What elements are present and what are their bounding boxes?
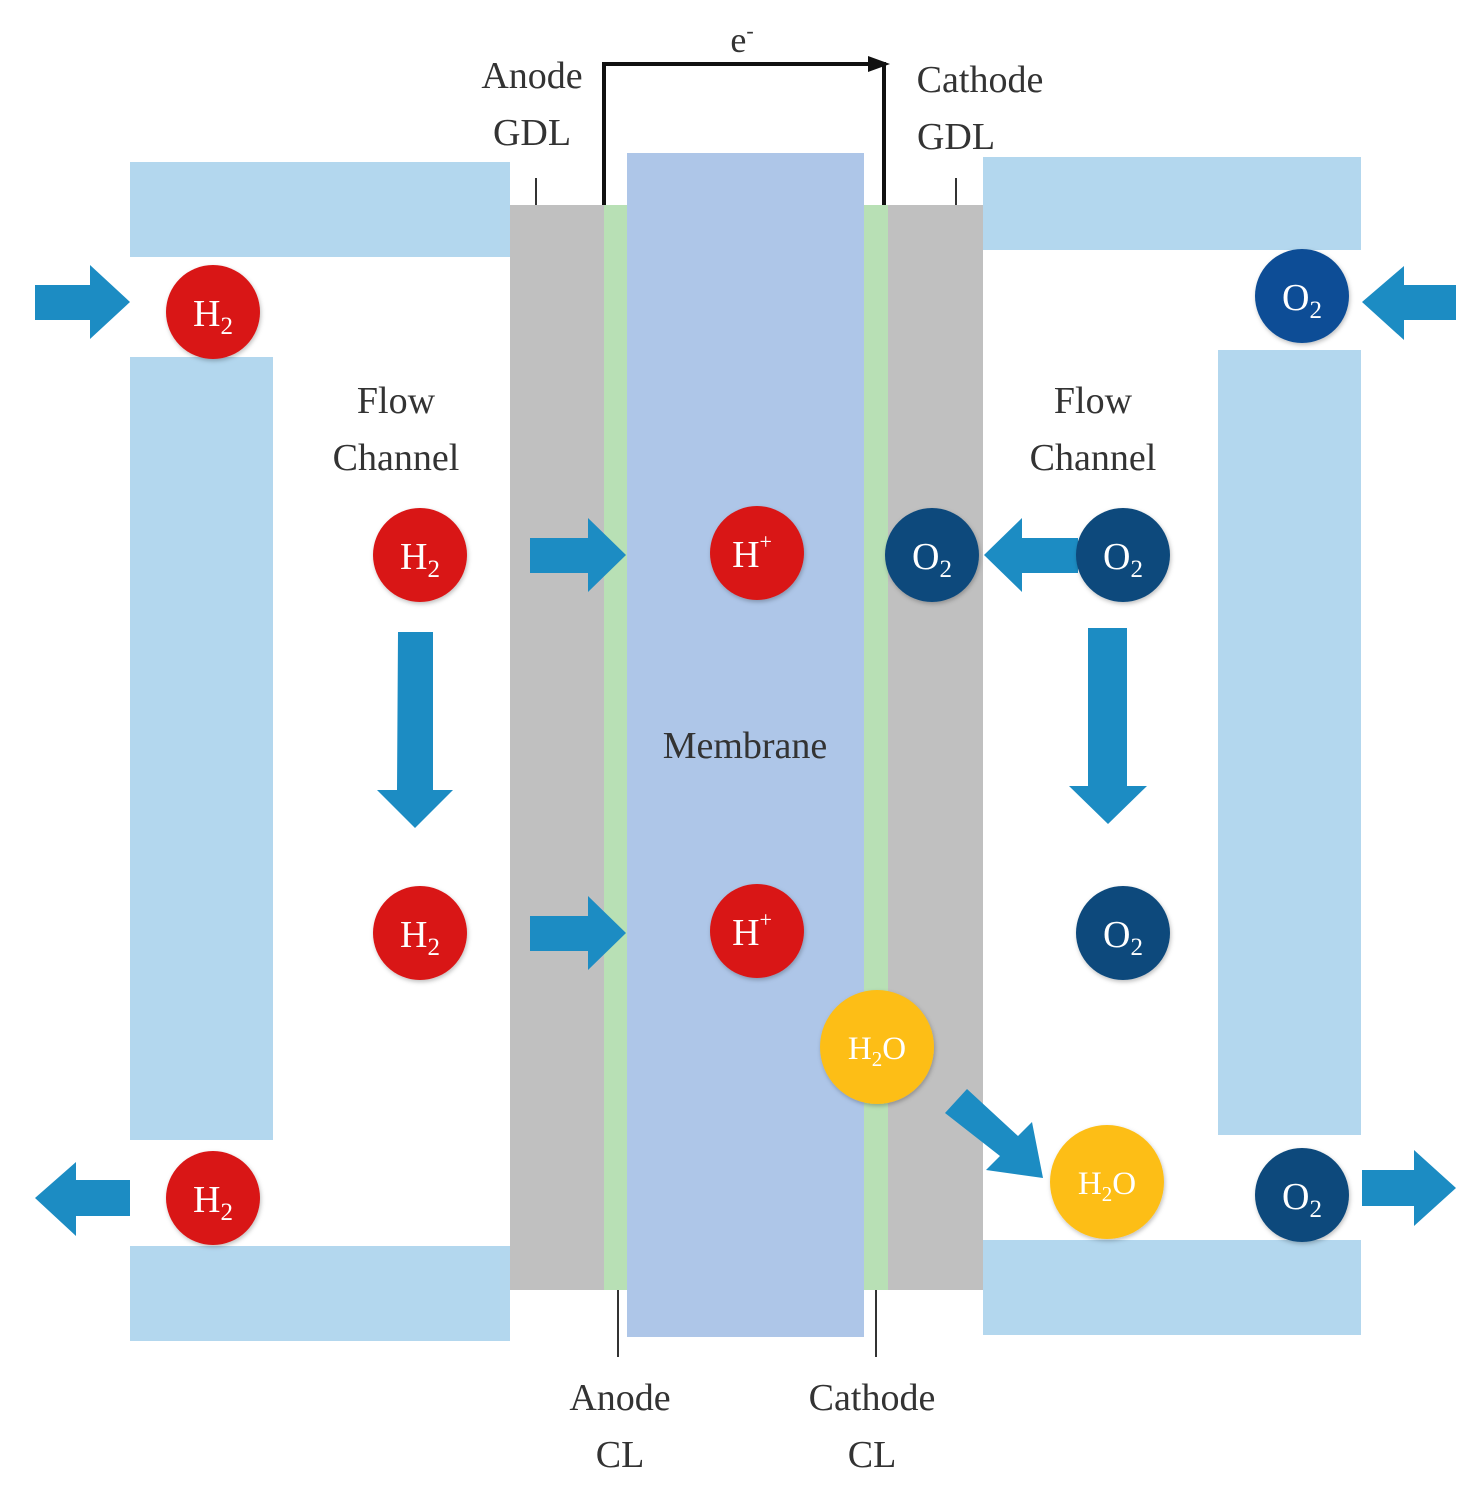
water-bubble <box>1050 1125 1164 1239</box>
hydrogen-flow-down-arrow <box>377 632 453 828</box>
o2-bubble <box>1255 1148 1349 1242</box>
h2-text: H2 <box>193 1179 233 1226</box>
cathode-gdl-label-line2: GDL <box>917 116 995 158</box>
anode-flow-channel-label-line1: Flow <box>357 380 436 422</box>
h2-text: H2 <box>400 536 440 583</box>
hydrogen-outlet-arrow <box>35 1162 130 1236</box>
cathode-cl-label-line1: Cathode <box>809 1377 936 1419</box>
molecule-h2-channel-lower: H2 <box>373 886 467 980</box>
cathode-plate-bottom <box>983 1240 1361 1335</box>
label-leaders <box>535 178 957 1357</box>
anode-gdl <box>510 205 607 1290</box>
o2-bubble <box>1255 249 1349 343</box>
membrane-label: Membrane <box>663 725 828 767</box>
h2-bubble <box>166 1151 260 1245</box>
anode-cl-label-line2: CL <box>596 1434 645 1476</box>
o2-bubble <box>1076 886 1170 980</box>
oxygen-flow-down-arrow <box>1069 628 1147 824</box>
anode-flow-channel-label-line2: Channel <box>333 437 460 479</box>
o2-text: O2 <box>1103 914 1143 961</box>
anode-cl-label-line1: Anode <box>569 1377 670 1419</box>
proton-text: H+ <box>732 529 772 576</box>
o2-text: O2 <box>912 536 952 583</box>
oxygen-diffusion-arrow <box>984 518 1078 592</box>
circuit-wire-cathode <box>880 62 886 205</box>
anode-gdl-label-line2: GDL <box>493 112 571 154</box>
cathode-bipolar-plate <box>983 157 1361 1335</box>
molecule-o2-outlet: O2 <box>1255 1148 1349 1242</box>
cathode-flow-channel-label-line1: Flow <box>1054 380 1133 422</box>
molecule-h2o-cathode: H2O <box>820 990 934 1104</box>
proton-bubble <box>710 506 804 600</box>
cathode-plate-rib <box>1218 350 1361 1135</box>
electron-flow-arrowhead <box>868 56 890 72</box>
o2-text: O2 <box>1282 1176 1322 1223</box>
anode-catalyst-layer <box>604 205 628 1290</box>
molecule-h2-channel: H2 <box>373 508 467 602</box>
anode-bipolar-plate <box>130 162 510 1341</box>
molecule-o2-channel-lower: O2 <box>1076 886 1170 980</box>
cathode-catalyst-layer <box>864 205 888 1290</box>
hydrogen-inlet-arrow <box>35 265 130 339</box>
anode-plate-bottom <box>130 1246 510 1341</box>
h2-bubble <box>166 265 260 359</box>
anode-gdl-label-line1: Anode <box>481 55 582 97</box>
h2-text: H2 <box>400 914 440 961</box>
h2-bubble <box>373 508 467 602</box>
water-text: H2O <box>848 1031 906 1071</box>
anode-plate-top <box>130 162 510 257</box>
membrane <box>627 153 864 1337</box>
hydrogen-diffusion-arrow <box>530 518 626 592</box>
molecule-o2-channel: O2 <box>1076 508 1170 602</box>
molecule-o2-cathode: O2 <box>885 508 979 602</box>
water-bubble <box>820 990 934 1104</box>
water-text: H2O <box>1078 1166 1136 1206</box>
proton-text: H+ <box>732 907 772 954</box>
circuit-wire <box>602 62 880 205</box>
hydrogen-diffusion-arrow-lower <box>530 896 626 970</box>
molecule-hplus-upper: H+ <box>710 506 804 600</box>
h2-bubble <box>373 886 467 980</box>
h2-text: H2 <box>193 293 233 340</box>
o2-text: O2 <box>1282 277 1322 324</box>
cathode-cl-label-line2: CL <box>848 1434 897 1476</box>
molecule-h2o-channel: H2O <box>1050 1125 1164 1239</box>
flow-arrows <box>35 265 1456 1236</box>
molecule-h2-inlet: H2 <box>166 265 260 359</box>
o2-bubble <box>885 508 979 602</box>
molecule-hplus-lower: H+ <box>710 884 804 978</box>
cathode-plate-top <box>983 157 1361 250</box>
cathode-gdl-label-line1: Cathode <box>917 59 1044 101</box>
anode-plate-rib <box>130 357 273 1140</box>
cathode-flow-channel-label-line2: Channel <box>1030 437 1157 479</box>
electron-label: e- <box>730 18 753 60</box>
molecule-h2-outlet: H2 <box>166 1151 260 1245</box>
molecule-o2-inlet: O2 <box>1255 249 1349 343</box>
o2-text: O2 <box>1103 536 1143 583</box>
proton-bubble <box>710 884 804 978</box>
water-removal-arrow <box>945 1089 1043 1178</box>
oxygen-outlet-arrow <box>1362 1150 1456 1226</box>
o2-bubble <box>1076 508 1170 602</box>
oxygen-inlet-arrow <box>1362 266 1456 340</box>
